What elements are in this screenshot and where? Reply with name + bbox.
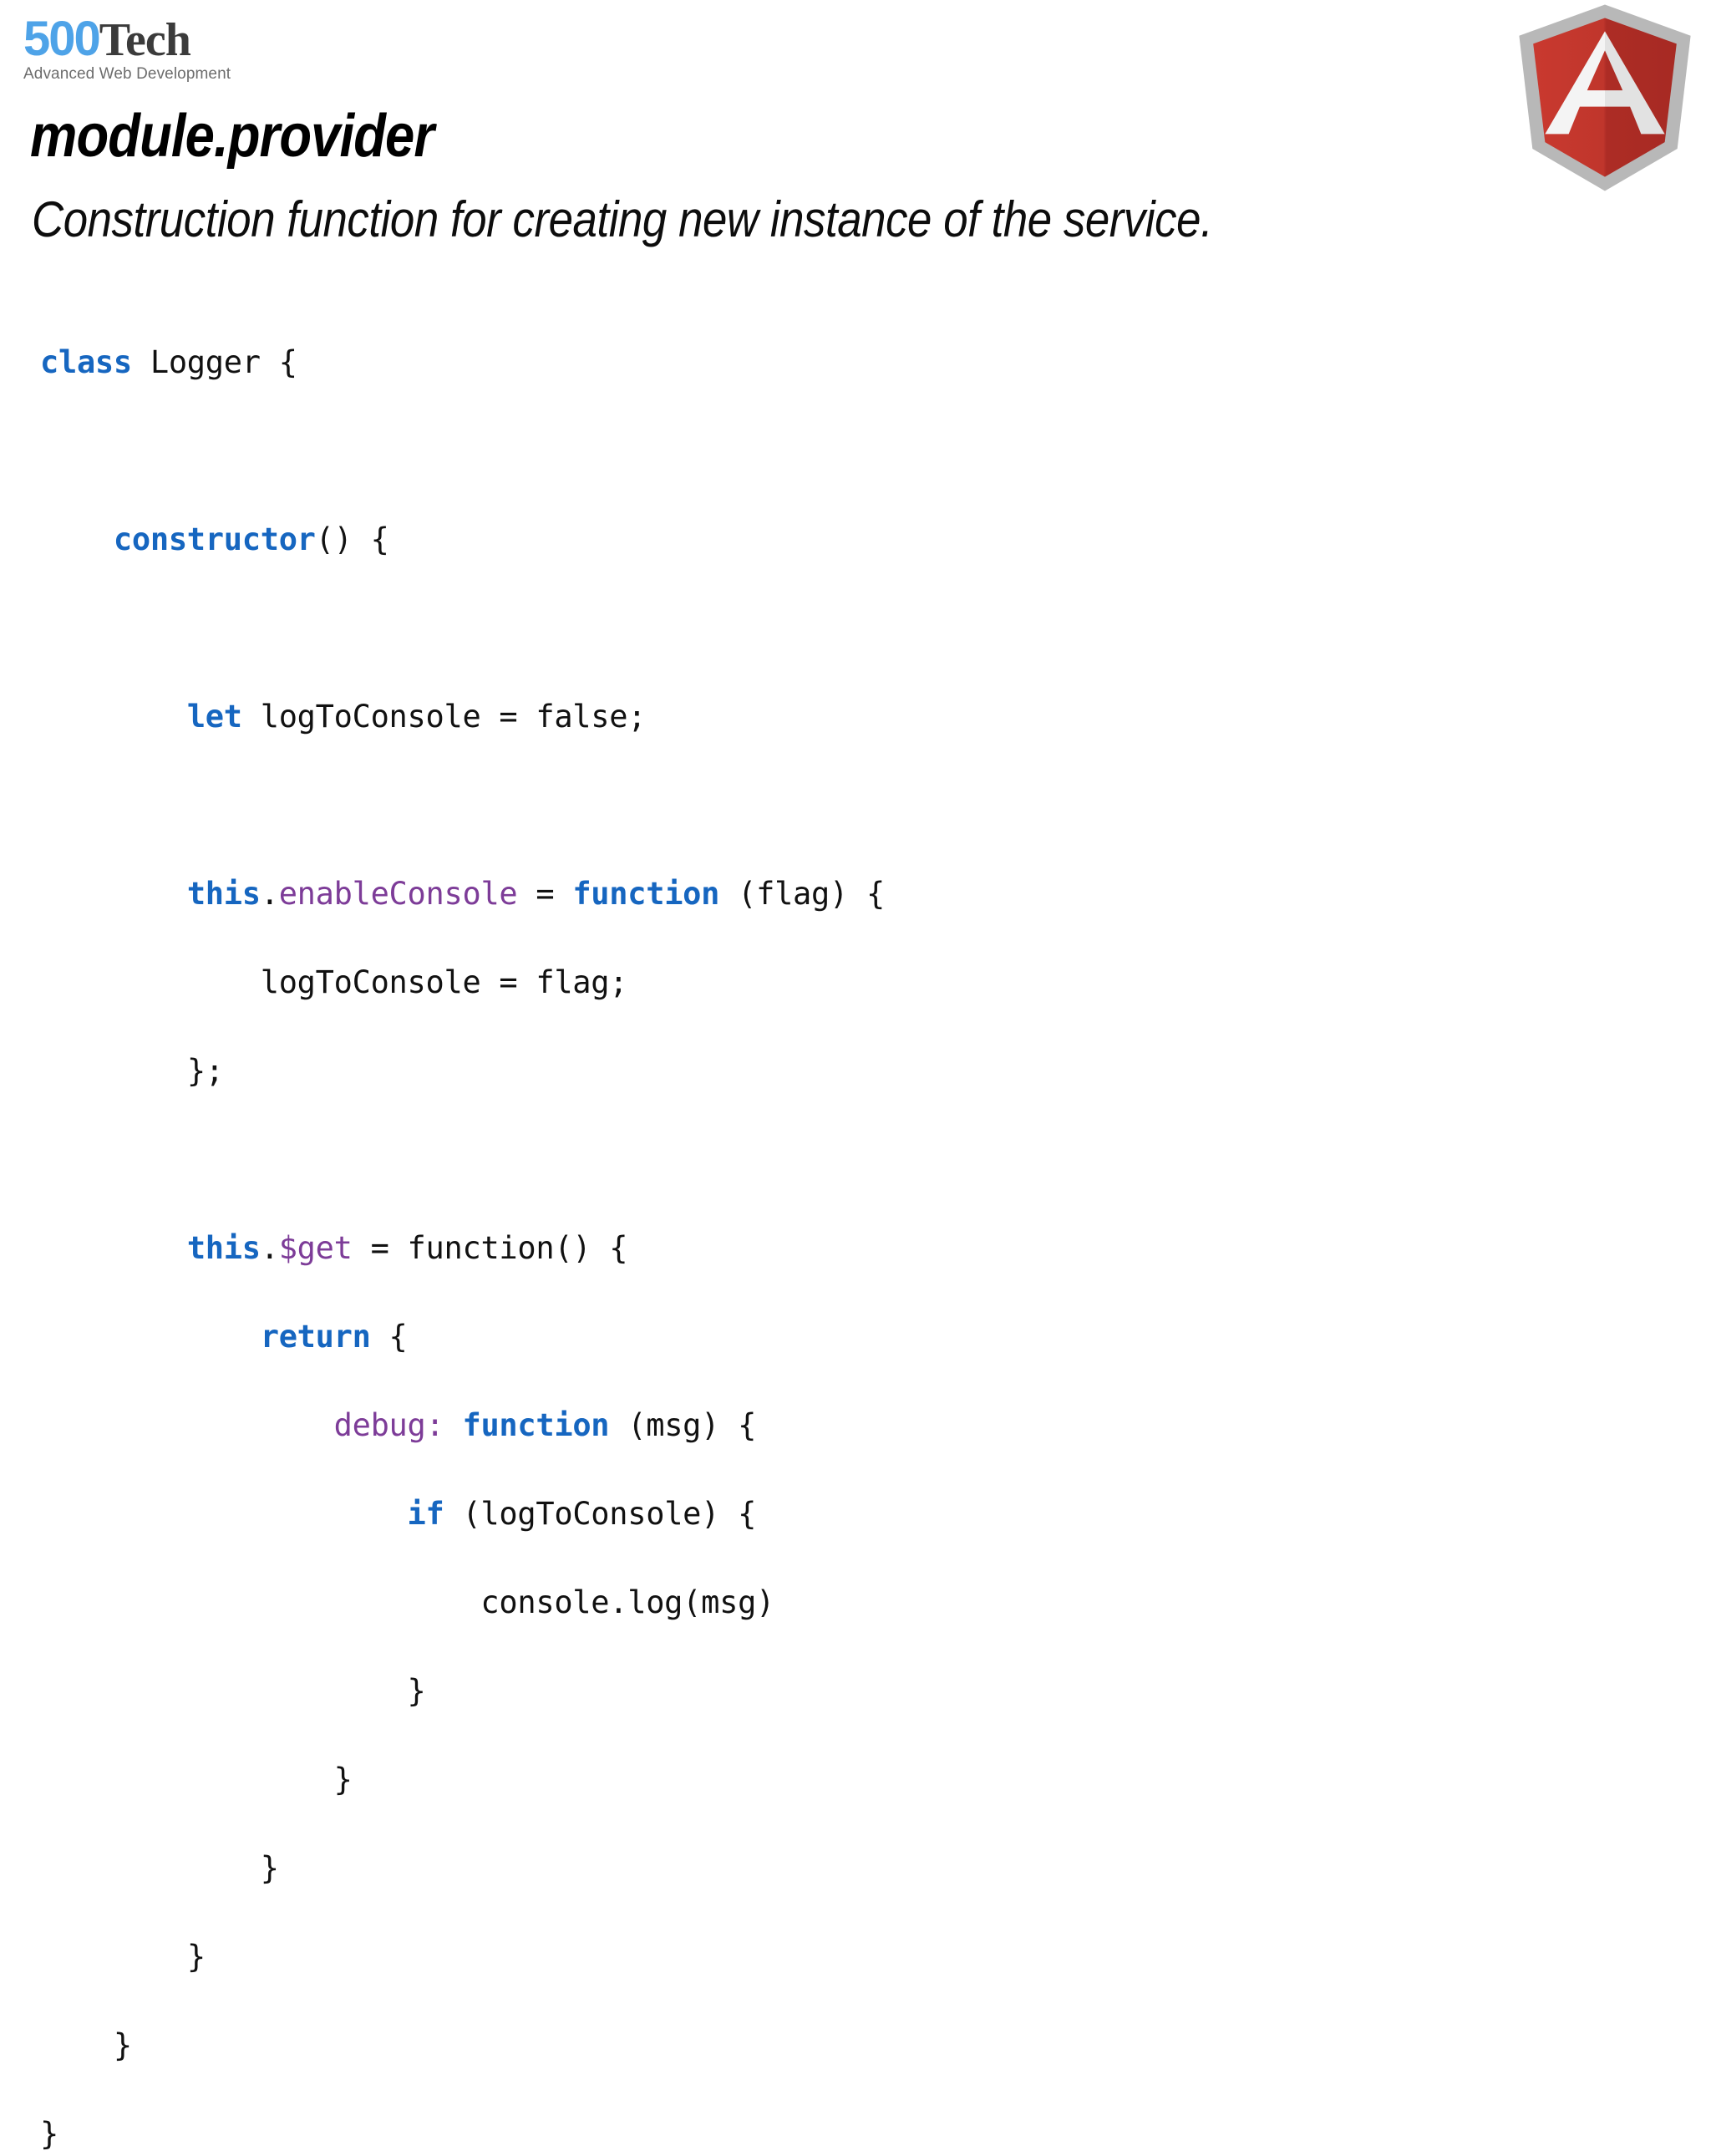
code-token: logToConsole = flag; bbox=[260, 964, 628, 1000]
code-token: (flag) { bbox=[719, 876, 885, 912]
code-token: } bbox=[260, 1850, 279, 1886]
code-token: return bbox=[260, 1319, 371, 1355]
code-token: } bbox=[113, 2027, 132, 2063]
code-line: constructor() { bbox=[40, 517, 885, 562]
code-token: this bbox=[186, 876, 261, 912]
code-line: } bbox=[40, 2112, 885, 2156]
code-token: . bbox=[260, 876, 279, 912]
code-line: this.enableConsole = function (flag) { bbox=[40, 872, 885, 916]
code-line: } bbox=[40, 1757, 885, 1802]
angularjs-shield-icon bbox=[1509, 2, 1701, 194]
code-line: return { bbox=[40, 1314, 885, 1359]
code-token: = function() { bbox=[352, 1230, 628, 1266]
code-token: logToConsole = false; bbox=[260, 699, 647, 735]
code-token: class bbox=[40, 344, 150, 380]
code-token: = bbox=[517, 876, 573, 912]
code-line: debug: function (msg) { bbox=[40, 1403, 885, 1447]
page-title: module.provider bbox=[30, 103, 434, 170]
code-line: this.$get = function() { bbox=[40, 1226, 885, 1270]
code-line: logToConsole = flag; bbox=[40, 960, 885, 1004]
code-token: function bbox=[572, 876, 720, 912]
code-token: } bbox=[407, 1673, 426, 1709]
code-token: debug: bbox=[333, 1407, 444, 1443]
brand-wordmark: 500Tech bbox=[23, 15, 231, 64]
code-token: constructor bbox=[113, 521, 316, 557]
code-token: } bbox=[333, 1762, 353, 1798]
code-token: (logToConsole) { bbox=[444, 1496, 757, 1532]
code-token: $get bbox=[278, 1230, 353, 1266]
code-line: console.log(msg) bbox=[40, 1580, 885, 1625]
brand-tagline: Advanced Web Development bbox=[23, 65, 231, 83]
code-token: (msg) { bbox=[609, 1407, 757, 1443]
code-token: } bbox=[186, 1939, 206, 1975]
code-line: } bbox=[40, 1669, 885, 1713]
code-line: } bbox=[40, 1846, 885, 1890]
code-line bbox=[40, 606, 885, 650]
code-line: if (logToConsole) { bbox=[40, 1492, 885, 1536]
code-line: }; bbox=[40, 1049, 885, 1093]
brand-logo: 500Tech Advanced Web Development bbox=[23, 15, 231, 83]
code-token: let bbox=[186, 699, 261, 735]
code-token: enableConsole bbox=[278, 876, 518, 912]
code-line bbox=[40, 429, 885, 473]
code-token: . bbox=[260, 1230, 279, 1266]
code-line bbox=[40, 1137, 885, 1182]
code-token: }; bbox=[186, 1053, 224, 1089]
brand-name-primary: 500 bbox=[23, 12, 101, 66]
page-subtitle: Construction function for creating new i… bbox=[32, 191, 1213, 247]
code-token: if bbox=[407, 1496, 444, 1532]
code-token: this bbox=[186, 1230, 261, 1266]
code-token: } bbox=[40, 2116, 58, 2152]
code-line: class Logger { bbox=[40, 340, 885, 384]
code-line: } bbox=[40, 1935, 885, 1979]
code-token: Logger { bbox=[150, 344, 297, 380]
brand-name-secondary: Tech bbox=[99, 14, 191, 66]
code-line: } bbox=[40, 2023, 885, 2067]
code-token: () { bbox=[315, 521, 389, 557]
code-line: let logToConsole = false; bbox=[40, 694, 885, 739]
code-line bbox=[40, 783, 885, 827]
code-token: function bbox=[462, 1407, 610, 1443]
code-token: console.log(msg) bbox=[480, 1584, 775, 1620]
code-token bbox=[444, 1407, 462, 1443]
code-token: { bbox=[370, 1319, 408, 1355]
code-block: class Logger { constructor() { let logTo… bbox=[40, 340, 885, 2156]
